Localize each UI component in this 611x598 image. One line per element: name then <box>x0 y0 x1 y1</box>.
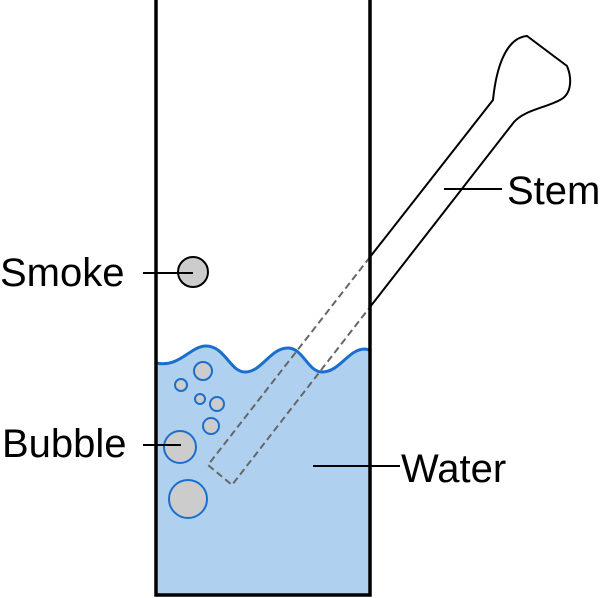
label-smoke: Smoke <box>0 251 125 295</box>
beaker <box>154 0 372 597</box>
label-stem: Stem <box>507 169 600 213</box>
stem-submerged <box>206 256 371 487</box>
label-bubble: Bubble <box>2 422 127 466</box>
leader-lines <box>143 188 502 467</box>
bubble <box>209 396 225 412</box>
bubble <box>202 417 220 435</box>
bubble <box>163 430 197 464</box>
bubbles <box>163 361 225 519</box>
bubble <box>174 378 188 392</box>
stem <box>369 34 572 308</box>
bubble <box>193 361 213 381</box>
label-water: Water <box>401 447 506 491</box>
water <box>156 346 370 595</box>
water-surface <box>155 344 371 374</box>
bubble <box>168 479 208 519</box>
bubble <box>194 393 206 405</box>
